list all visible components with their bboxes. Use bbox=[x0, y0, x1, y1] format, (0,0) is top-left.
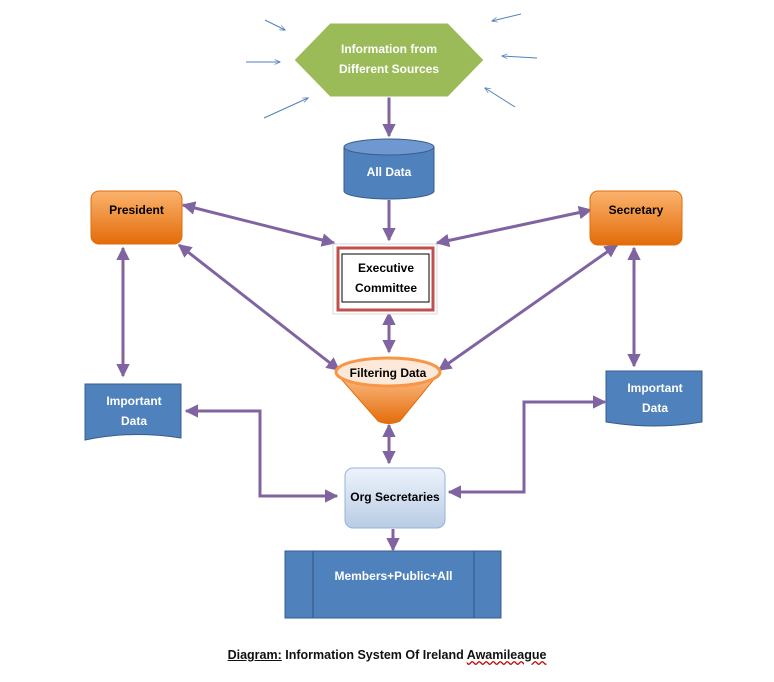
important-data-left-shape bbox=[84, 383, 182, 441]
president-box bbox=[90, 190, 183, 245]
caption-prefix: Diagram: bbox=[227, 648, 282, 662]
filtering-funnel bbox=[334, 356, 442, 424]
members-banner bbox=[284, 550, 502, 619]
diagram-caption: Diagram: Information System Of Ireland A… bbox=[0, 648, 774, 662]
important-data-right-shape bbox=[605, 370, 703, 427]
sources-hexagon bbox=[293, 22, 485, 98]
secretary-box bbox=[589, 190, 683, 246]
caption-last-word: Awamileague bbox=[466, 648, 547, 662]
connectors bbox=[116, 97, 641, 552]
caption-body: Information System Of Ireland bbox=[285, 648, 464, 662]
all-data-cylinder bbox=[343, 138, 435, 200]
org-secretaries-box bbox=[344, 467, 446, 529]
source-arrows bbox=[246, 13, 538, 119]
executive-committee-box bbox=[332, 243, 438, 315]
